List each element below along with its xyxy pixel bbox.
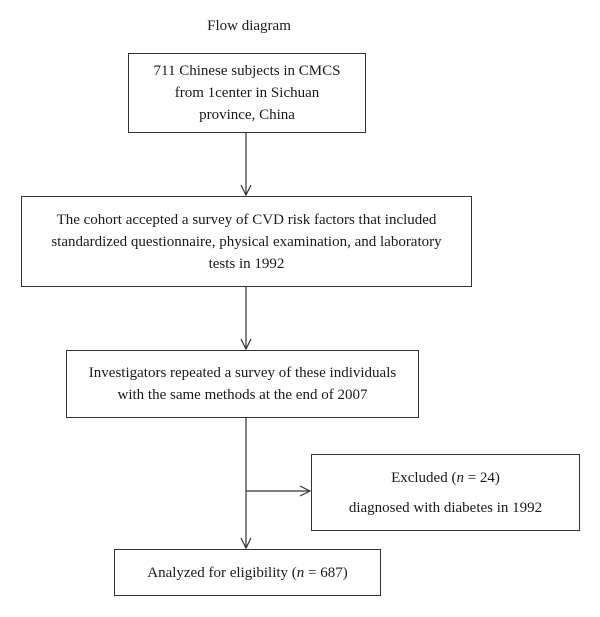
- baseline-line-2: standardized questionnaire, physical exa…: [51, 233, 442, 250]
- baseline-line-1: The cohort accepted a survey of CVD risk…: [56, 211, 437, 228]
- excluded-n-symbol: n: [456, 469, 464, 486]
- excluded-label: Excluded (: [391, 469, 457, 486]
- analyzed-label: Analyzed for eligibility (: [147, 564, 297, 581]
- enrolled-line-3: province, China: [199, 107, 295, 123]
- diagram-title: Flow diagram: [207, 18, 291, 34]
- analyzed-count-line: Analyzed for eligibility (n = 687): [147, 562, 348, 584]
- enrolled-box: 711 Chinese subjects in CMCS from 1cente…: [128, 53, 366, 133]
- enrolled-line-2: from 1center in Sichuan: [174, 85, 320, 101]
- excluded-n-value: = 24): [463, 469, 500, 486]
- analyzed-n-value: = 687): [304, 564, 348, 581]
- repeat-survey-box: Investigators repeated a survey of these…: [66, 350, 419, 418]
- excluded-reason: diagnosed with diabetes in 1992: [348, 499, 543, 516]
- analyzed-n-symbol: n: [296, 564, 305, 581]
- baseline-line-3: tests in 1992: [208, 255, 285, 272]
- repeat-line-2: with the same methods at the end of 2007: [117, 387, 368, 403]
- analyzed-box: Analyzed for eligibility (n = 687): [114, 549, 381, 596]
- excluded-count-line: Excluded (n = 24): [391, 467, 500, 489]
- baseline-survey-box: The cohort accepted a survey of CVD risk…: [21, 196, 472, 287]
- excluded-box: Excluded (n = 24) diagnosed with diabete…: [311, 454, 580, 531]
- repeat-line-1: Investigators repeated a survey of these…: [88, 365, 397, 381]
- enrolled-line-1: 711 Chinese subjects in CMCS: [153, 63, 341, 79]
